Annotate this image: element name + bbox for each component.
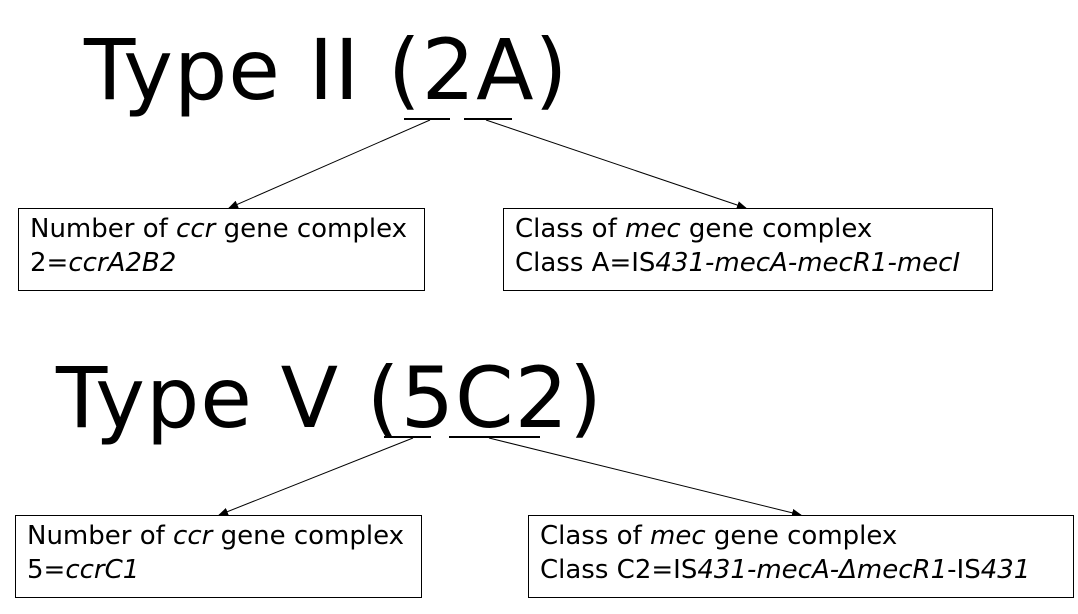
- title-ccr-code: 2: [421, 21, 477, 119]
- arrow-to-mec-box: [488, 437, 802, 517]
- title-prefix: Type II (: [84, 21, 422, 119]
- box-value: 2=ccrA2B2: [30, 248, 177, 278]
- box-value: Class A=IS431-mecA-mecR1-mecI: [515, 248, 961, 278]
- arrow-to-mec-box: [485, 119, 747, 209]
- arrow-to-ccr-box: [228, 119, 431, 209]
- arrow-to-ccr-box: [218, 437, 414, 516]
- ccr-complex-box: Number of ccr gene complex 2=ccrA2B2: [18, 208, 425, 291]
- box-heading: Class of mec gene complex: [515, 214, 873, 244]
- title-ccr-code: 5: [400, 349, 456, 447]
- title-suffix: ): [569, 349, 603, 447]
- title-mec-code: C2: [455, 349, 570, 447]
- box-value: 5=ccrC1: [27, 555, 140, 585]
- box-heading: Number of ccr gene complex: [30, 214, 408, 244]
- type-title: Type II (2A): [84, 28, 568, 112]
- box-value: Class C2=IS431-mecA-ΔmecR1-IS431: [540, 555, 1031, 585]
- title-mec-code: A: [476, 21, 535, 119]
- mec-complex-box: Class of mec gene complex Class A=IS431-…: [503, 208, 993, 291]
- title-prefix: Type V (: [56, 349, 401, 447]
- box-heading: Class of mec gene complex: [540, 521, 898, 551]
- mec-complex-box: Class of mec gene complex Class C2=IS431…: [528, 515, 1074, 598]
- title-suffix: ): [534, 21, 569, 119]
- type-title: Type V (5C2): [56, 356, 603, 440]
- ccr-complex-box: Number of ccr gene complex 5=ccrC1: [15, 515, 422, 598]
- box-heading: Number of ccr gene complex: [27, 521, 405, 551]
